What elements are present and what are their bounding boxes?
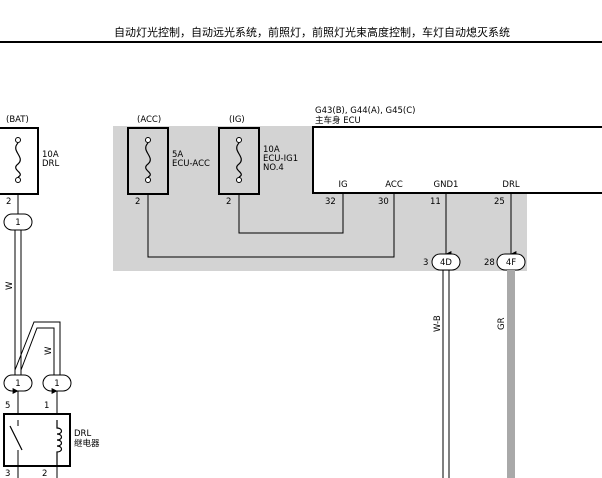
fuse-ig-name: ECU-IG1 [263,154,298,164]
connector-2-label: 1 [15,379,20,389]
fuse-ig-name-2: NO.4 [263,163,284,173]
relay-pin-1: 1 [44,401,49,411]
wire-w1-label: W [5,281,15,290]
wire-gr [507,270,515,478]
relay-box [3,413,71,467]
fuse-ig-rating: 10A [263,145,280,155]
fuse-acc-name: ECU-ACC [172,159,210,169]
fuse-acc-terminal-bottom [145,177,151,183]
fuse-ig-pin: 2 [226,197,231,207]
ecu-name: 主车身 ECU [315,115,361,126]
fuse-ig-source: (IG) [229,115,245,125]
page-title: 自动灯光控制，自动远光系统，前照灯，前照灯光束高度控制，车灯自动熄灭系统 [114,25,510,39]
relay-pin-5: 5 [5,401,10,411]
ecu-pin-32: 32 [325,197,336,207]
ecu-pin-25: 25 [494,197,505,207]
fuse-acc-terminal-top [145,137,151,143]
fuse-acc-source: (ACC) [137,115,161,125]
relay-name: DRL [74,429,91,439]
ecu-terminal-gnd1: GND1 [434,180,459,190]
connector-4d-label: 4D [440,258,452,268]
connector-4f-label: 4F [506,258,516,268]
fuse-bat-source: (BAT) [6,115,29,125]
relay-pin-left: 3 [5,469,10,478]
ecu-terminal-drl: DRL [502,180,519,190]
fuse-bat-box [0,127,39,195]
fuse-bat-symbol [15,142,21,178]
fuse-bat-pin: 2 [6,197,11,207]
wire-w-branch [14,321,61,375]
ecu-terminal-acc: ACC [385,180,403,190]
fuse-bat-terminal-top [15,137,21,143]
fuse-ig-terminal-top [236,137,242,143]
connector-4f-pin: 28 [484,258,495,268]
fuse-acc-pin: 2 [135,197,140,207]
ecu-pin-11: 11 [430,197,441,207]
connector-1-pill [3,213,33,231]
wire-acc-to-ecu [147,193,395,258]
fuse-bat-name: DRL [42,159,59,169]
wire-w-branch-2 [20,327,55,375]
fuse-acc-rating: 5A [172,150,183,160]
wire-gr-label: GR [497,317,507,330]
fuse-ig-terminal-bottom [236,177,242,183]
fuse-bat-terminal-bottom [15,177,21,183]
fuse-ig-symbol [236,142,242,178]
wire-ig-to-ecu [238,193,344,234]
ecu-connectors: G43(B), G44(A), G45(C) [315,106,416,116]
fuse-acc-symbol [145,142,151,178]
connector-4d-pill [431,253,461,271]
wire-w2-label: W [44,346,54,355]
relay-pin-right: 2 [42,469,47,478]
connector-4d-pin: 3 [423,258,428,268]
ecu-terminal-ig: IG [338,180,347,190]
ecu-box [312,126,602,194]
ecu-pin-30: 30 [378,197,389,207]
relay-coil [56,420,63,466]
connector-3-label: 1 [54,379,59,389]
connector-1-label: 1 [15,218,20,228]
wire-wb-label: W-B [433,315,443,332]
relay-switch-blade [9,425,23,451]
relay-name-2: 继电器 [74,438,100,449]
fuse-bat-rating: 10A [42,150,59,160]
